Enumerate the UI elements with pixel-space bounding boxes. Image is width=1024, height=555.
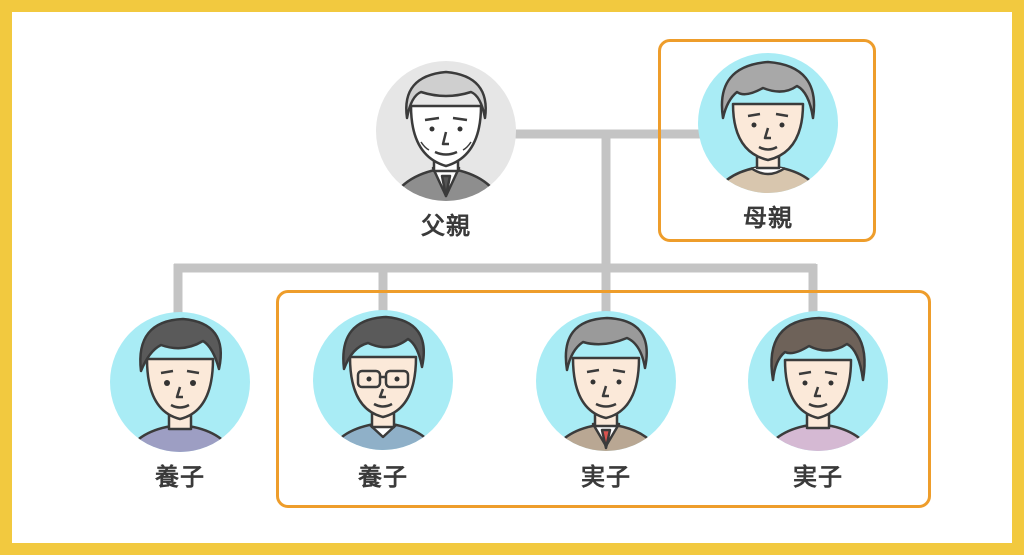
person-child-4: 実子 [743,306,893,506]
older-man-suit-avatar [536,311,676,451]
child-3-label: 実子 [581,463,631,491]
child-2-label: 養子 [358,463,408,491]
elderly-man-avatar [376,61,516,201]
man-with-glasses-avatar [313,310,453,450]
young-man-avatar [110,312,250,452]
person-mother: 母親 [693,48,843,248]
person-child-3: 実子 [531,306,681,506]
child-1-label: 養子 [155,463,205,491]
person-child-2: 養子 [308,305,458,505]
elderly-woman-avatar [698,53,838,193]
person-child-1: 養子 [105,307,255,507]
children-highlight-box [276,290,931,508]
woman-avatar [748,311,888,451]
child-4-label: 実子 [793,463,843,491]
father-label: 父親 [421,212,471,240]
mother-highlight-box [658,39,876,242]
mother-label: 母親 [743,204,793,232]
person-father: 父親 [371,56,521,256]
